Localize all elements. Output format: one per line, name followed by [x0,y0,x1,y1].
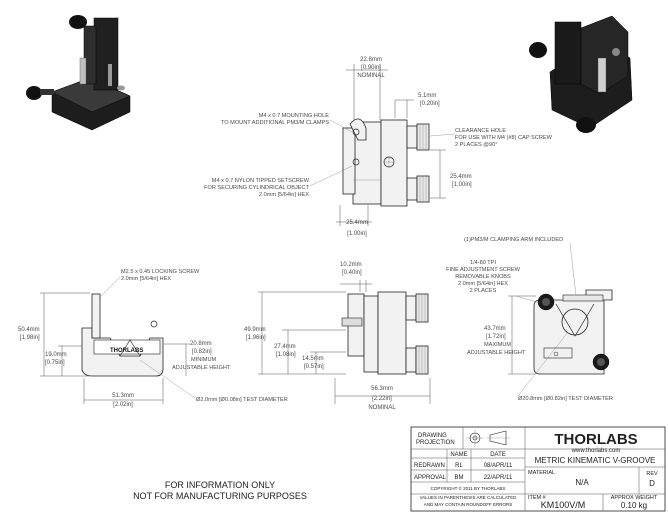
col-name-header: NAME [450,452,467,458]
front-dim-offset-mm: 5.1mm [418,93,436,99]
side-dim-height-mm: 50.4mm [18,327,40,333]
side-dim-min-label-1: MINIMUM [191,357,217,363]
side-view: THORLABS [40,276,196,404]
front-dim-bottom-in: [1.00in] [347,231,367,237]
weight-label: APPROX WEIGHT [611,495,658,501]
values-note-2: AND MAY CONTAIN ROUNDOFF ERRORS [424,502,513,507]
rear-dim-top-mm: 10.2mm [340,262,362,268]
side-dim-base-in: [2.02in] [113,402,133,408]
setscrew-note-1: M4 x 0.7 NYLON TIPPED SETSCREW [212,178,310,184]
material-label: MATERIAL [528,470,555,476]
side-dim-base-mm: 51.3mm [112,393,134,399]
adj-note-5: 2 PLACES [470,288,497,294]
disclaimer-line-2: NOT FOR MANUFACTURING PURPOSES [133,491,307,501]
rear-dim-mid-in: [1.08in] [276,352,296,358]
row-redrawn-date: 08/APR/11 [484,463,513,469]
row-approval-name: BM [455,475,464,481]
rear-dim-width-in: [2.22in] [372,396,392,402]
drawing-projection-label-1: DRAWING [418,433,447,439]
row-approval-date: 22/APR/11 [484,475,513,481]
front-dim-width-nominal: NOMINAL [357,73,385,79]
side-dim-low-in: [0.75in] [45,360,65,366]
locking-note-1: M2.5 x 0.45 LOCKING SCREW [121,269,200,275]
front-view [309,64,456,226]
right-dim-max-in: [1.72in] [486,334,506,340]
right-test-diameter: Ø20.8mm [Ø0.82in] TEST DIAMETER [518,396,613,402]
isometric-render-right [529,15,633,133]
clearance-note-3: 2 PLACES @90° [455,142,497,148]
front-dim-right-in: [1.00in] [452,182,472,188]
row-approval-label: APPROVAL [414,475,447,481]
right-dim-max-label-1: MAXIMUM [484,342,511,348]
front-dim-bottom-mm: 25.4mm [346,220,368,226]
setscrew-note-2: FOR SECURING CYLINDRICAL OBJECT [204,185,309,191]
thorlabs-logo: THORLABS [554,431,637,448]
side-test-diameter: Ø2.0mm [Ø0.08in] TEST DIAMETER [196,397,288,403]
adj-note-2: FINE ADJUSTMENT SCREW [446,267,521,273]
col-date-header: DATE [490,452,506,458]
front-dim-width-mm: 22.8mm [360,57,382,63]
rear-dim-top-in: [0.40in] [342,270,362,276]
svg-text:THORLABS: THORLABS [110,348,143,354]
weight-value: 0.10 kg [621,501,647,510]
side-dim-min-mm: 20.8mm [190,341,212,347]
rev-value: D [649,479,655,488]
side-dim-min-in: [0.82in] [192,349,212,355]
adj-note-4: 2.0mm [5/64in] HEX [458,281,508,287]
right-view [508,242,613,397]
rear-dim-height-mm: 49.9mm [244,327,266,333]
locking-note-2: 2.0mm [5/64in] HEX [121,276,171,282]
side-dim-low-mm: 19.0mm [45,352,67,358]
front-dim-width-in: [0.90in] [361,65,381,71]
copyright-text: COPYRIGHT © 2011 BY THORLABS [431,485,506,491]
drawing-title: METRIC KINEMATIC V-GROOVE [535,456,656,465]
rear-dim-low-mm: 14.5mm [302,356,324,362]
disclaimer-line-1: FOR INFORMATION ONLY [164,480,276,490]
rear-dim-width-mm: 56.3mm [371,386,393,392]
mount-hole-note-1: M4 x 0.7 MOUNTING HOLE [259,113,330,119]
rev-label: REV [646,471,658,477]
rear-dim-mid-mm: 27.4mm [274,344,296,350]
adj-note-1: 1/4-80 TPI [470,260,496,266]
side-dim-min-label-2: ADJUSTABLE HEIGHT [172,365,231,371]
material-value: N/A [575,478,589,487]
front-dim-offset-in: [0.20in] [420,101,440,107]
side-dim-height-in: [1.98in] [20,335,40,341]
clearance-note-2: FOR USE WITH M4 (#8) CAP SCREW [455,135,553,141]
mount-hole-note-2: TO MOUNT ADDITIONAL PM3/M CLAMPS [221,120,329,126]
setscrew-note-3: 2.0mm [5/64in] HEX [259,192,309,198]
title-block [410,426,666,512]
item-number: KM100V/M [541,500,586,510]
clearance-note-1: CLEARANCE HOLE [455,128,506,134]
row-redrawn-name: RL [455,463,463,469]
rear-dim-width-nominal: NOMINAL [368,405,396,411]
website-text: www.thorlabs.com [571,448,621,454]
item-label: ITEM # [528,495,547,501]
values-note-1: VALUES IN PARENTHESIS ARE CALCULATED [420,495,518,500]
rear-dim-height-in: [1.96in] [246,335,266,341]
rear-view [258,280,431,404]
front-dim-right-mm: 25.4mm [450,174,472,180]
right-dim-max-label-2: ADJUSTABLE HEIGHT [467,350,526,356]
clamp-arm-note: (1)PM3/M CLAMPING ARM INCLUDED [464,237,563,243]
adj-note-3: REMOVABLE KNOBS [455,274,511,280]
right-dim-max-mm: 43.7mm [484,326,506,332]
row-redrawn-label: REDRAWN [414,463,445,469]
rear-dim-low-in: [0.57in] [304,364,324,370]
drawing-projection-label-2: PROJECTION [416,440,455,446]
isometric-render-left [26,15,131,131]
